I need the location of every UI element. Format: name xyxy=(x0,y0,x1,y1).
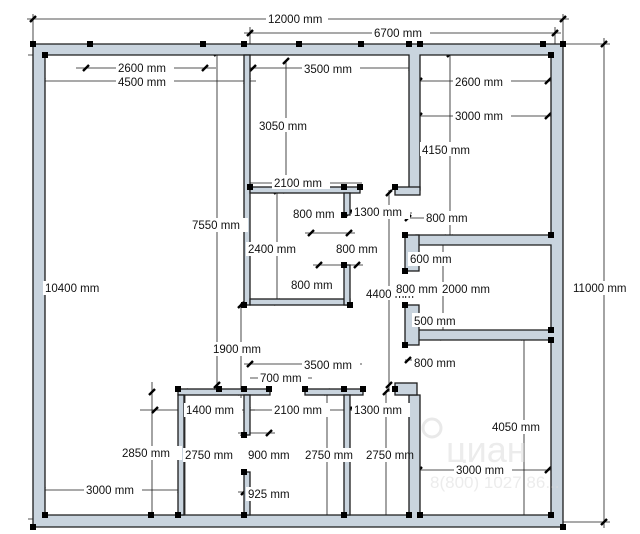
dim-label-niche-b: 800 mm xyxy=(396,284,438,296)
dim-label-bottom-height-a: 2850 mm xyxy=(122,448,170,460)
dim-label-bottom-height-c: 2750 mm xyxy=(305,450,353,462)
dim-label-overall-right-height: 11000 mm xyxy=(573,283,626,295)
partition-wall xyxy=(243,54,251,306)
dim-label-bottom-door-b: 925 mm xyxy=(248,489,290,501)
dim-label-closet-bottom: 800 mm xyxy=(291,280,333,292)
dim-label-right-block: 6700 mm xyxy=(374,28,422,40)
dim-label-bottom-door: 900 mm xyxy=(248,450,290,462)
dim-label-middle-room-width: 3500 mm xyxy=(304,64,352,76)
dim-label-bottom-a: 1400 mm xyxy=(186,405,234,417)
partition-wall xyxy=(343,264,351,306)
dim-label-bottom-mid-width: 3500 mm xyxy=(304,360,352,372)
dim-label-right-room-width: 3000 mm xyxy=(455,111,503,123)
dim-label-partition-c: 1300 mm xyxy=(354,207,402,219)
dim-label-closet-width: 800 mm xyxy=(336,244,378,256)
dim-label-bottom-left-width: 3000 mm xyxy=(86,485,134,497)
dim-label-top-left-room: 2600 mm xyxy=(118,63,166,75)
dimension-labels: 12000 mm 6700 mm 2600 mm 4500 mm 3500 mm… xyxy=(43,12,636,501)
dim-label-closet-height: 2400 mm xyxy=(248,244,296,256)
dim-label-gap-a: 1900 mm xyxy=(213,344,261,356)
dim-label-right-top-room: 2600 mm xyxy=(455,77,503,89)
partition-wall xyxy=(249,298,351,306)
dim-label-middle-room-height: 3050 mm xyxy=(259,121,307,133)
dim-label-overall-width: 12000 mm xyxy=(268,14,322,26)
partition-wall xyxy=(243,394,251,436)
dim-label-bottom-c: 1300 mm xyxy=(354,405,402,417)
partition-wall xyxy=(394,382,418,396)
partition-wall xyxy=(394,186,421,196)
dim-label-niche-c: 500 mm xyxy=(414,316,456,328)
pin-icon xyxy=(421,417,443,439)
dim-label-bottom-right-width: 3000 mm xyxy=(456,465,504,477)
dim-label-right-room-height: 4150 mm xyxy=(422,145,470,157)
dim-label-partition-b: 800 mm xyxy=(293,209,335,221)
dim-label-bottom-height-d: 2750 mm xyxy=(366,450,414,462)
dim-label-left-height: 7550 mm xyxy=(192,220,240,232)
dim-label-bottom-height-b: 2750 mm xyxy=(185,450,233,462)
wall-nodes xyxy=(30,41,566,530)
partition-wall xyxy=(343,192,351,216)
partition-wall xyxy=(304,388,364,396)
watermark-phone: 8(800) 1027 86... xyxy=(430,473,559,492)
dim-label-bottom-right-height: 4050 mm xyxy=(492,422,540,434)
dim-label-overall-left-height: 10400 mm xyxy=(45,283,99,295)
dim-label-niche-a: 600 mm xyxy=(410,254,452,266)
dim-label-niche-d: 800 mm xyxy=(414,358,456,370)
dim-label-room-height-c: 2000 mm xyxy=(442,284,490,296)
dim-label-partition-d: 800 mm xyxy=(426,213,468,225)
dim-label-door-a: 700 mm xyxy=(260,373,302,385)
dim-label-left-room-width: 4500 mm xyxy=(118,77,166,89)
dim-label-bottom-b: 2100 mm xyxy=(274,405,322,417)
dim-label-partition-a: 2100 mm xyxy=(274,178,322,190)
partition-wall xyxy=(177,388,271,396)
